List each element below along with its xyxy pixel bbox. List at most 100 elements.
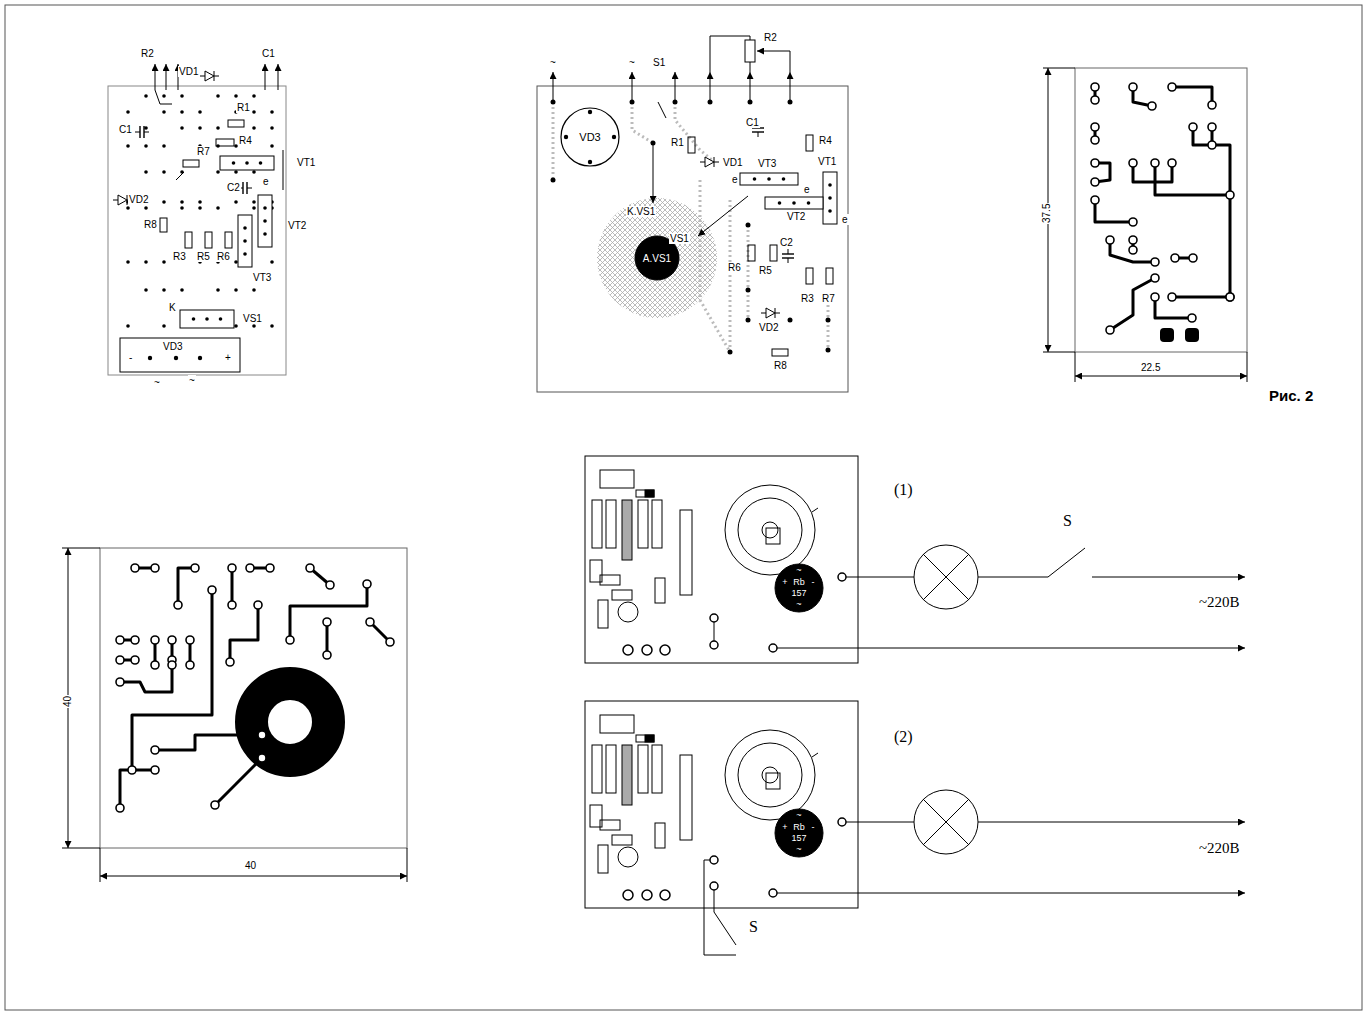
lamp-symbol bbox=[923, 799, 969, 845]
solder-point bbox=[162, 260, 166, 264]
component-outline bbox=[612, 835, 632, 845]
part-label: VS1 bbox=[242, 313, 263, 324]
solder-point bbox=[144, 170, 148, 174]
solder-point bbox=[612, 135, 616, 139]
pcb-pad bbox=[208, 586, 216, 594]
node-text: ~ bbox=[796, 845, 801, 855]
solder-point bbox=[234, 288, 238, 292]
pcb-pad bbox=[286, 636, 294, 644]
lamp-symbol bbox=[923, 799, 969, 845]
solder-point bbox=[180, 288, 184, 292]
pin-label: e bbox=[803, 184, 811, 195]
transistor-outline bbox=[220, 156, 274, 170]
solder-point bbox=[144, 288, 148, 292]
dimension-extension bbox=[100, 848, 101, 882]
component-outline bbox=[636, 490, 654, 497]
part-label: VD2 bbox=[128, 194, 149, 205]
solder-point bbox=[826, 318, 831, 323]
pcb-pad bbox=[1151, 274, 1159, 282]
solder-point bbox=[219, 317, 223, 321]
pcb-pad bbox=[1091, 136, 1099, 144]
part-label: VD2 bbox=[758, 322, 779, 333]
part-label: VD1 bbox=[178, 66, 199, 77]
part-label: R4 bbox=[238, 135, 253, 146]
solder-point bbox=[198, 110, 202, 114]
board-outline bbox=[1075, 68, 1247, 352]
pcb-track bbox=[231, 568, 234, 605]
bridge-outline bbox=[120, 338, 240, 372]
solder-point bbox=[270, 126, 274, 130]
capacitor-symbol bbox=[144, 132, 149, 133]
pcb-track bbox=[230, 605, 258, 662]
part-label: R8 bbox=[143, 219, 158, 230]
pcb-track bbox=[1155, 163, 1230, 195]
pcb-pad bbox=[1091, 178, 1099, 186]
board-outline bbox=[585, 456, 858, 663]
wire bbox=[750, 62, 751, 72]
part-label: VS1 bbox=[669, 233, 690, 244]
jumper-wire bbox=[714, 622, 715, 641]
solder-point bbox=[162, 170, 166, 174]
pin-label: K bbox=[168, 302, 177, 313]
pcb-pad bbox=[116, 804, 124, 812]
component-outline bbox=[600, 575, 620, 585]
potentiometer-wiper bbox=[757, 51, 790, 72]
terminal bbox=[642, 890, 652, 900]
mains-wire bbox=[1092, 577, 1245, 578]
part-label: K.VS1 bbox=[626, 206, 656, 217]
part-label: R5 bbox=[758, 265, 773, 276]
node-text: + bbox=[782, 578, 787, 588]
terminal-arrow bbox=[553, 72, 554, 102]
pcb-pad bbox=[226, 658, 234, 666]
pcb-pad bbox=[168, 661, 176, 669]
pcb-track bbox=[178, 568, 195, 605]
diode-bridge: ~+Rb-157~ bbox=[774, 808, 824, 858]
wire bbox=[846, 577, 914, 578]
component-outline bbox=[606, 745, 616, 793]
terminal bbox=[710, 641, 718, 649]
solder-point bbox=[767, 177, 771, 181]
solder-point bbox=[728, 350, 733, 355]
pcb-pad bbox=[211, 801, 219, 809]
part-label: R6 bbox=[727, 262, 742, 273]
solder-point bbox=[826, 348, 831, 353]
solder-point bbox=[753, 177, 757, 181]
pcb-track bbox=[1110, 278, 1155, 330]
variant-number: (1) bbox=[893, 481, 914, 499]
solder-point bbox=[564, 135, 568, 139]
pin-label: S1 bbox=[652, 57, 666, 68]
part-label: VD3 bbox=[162, 341, 183, 352]
part-label: R1 bbox=[236, 102, 251, 113]
solder-point bbox=[126, 206, 130, 210]
solder-point bbox=[216, 94, 220, 98]
diode-symbol bbox=[118, 195, 127, 205]
diode-symbol bbox=[705, 157, 714, 167]
part-label: R7 bbox=[821, 293, 836, 304]
solder-point bbox=[126, 110, 130, 114]
capacitor-symbol bbox=[788, 258, 789, 263]
part-label: R6 bbox=[216, 251, 231, 262]
pcb-pad bbox=[168, 636, 176, 644]
terminal bbox=[660, 645, 670, 655]
part-label: C1 bbox=[745, 117, 760, 128]
solder-point bbox=[216, 170, 220, 174]
pin-label: ~ bbox=[153, 377, 161, 388]
resistor-symbol bbox=[185, 232, 192, 248]
dimension-line bbox=[1075, 376, 1247, 377]
pcb-pad bbox=[323, 618, 331, 626]
solder-point bbox=[243, 239, 247, 243]
pcb-pad bbox=[1129, 83, 1137, 91]
thyristor-outline bbox=[766, 528, 780, 544]
pcb-pad bbox=[174, 601, 182, 609]
pcb-pad bbox=[1091, 96, 1099, 104]
dimension-extension bbox=[1075, 352, 1076, 382]
terminal-arrow bbox=[675, 72, 676, 102]
part-label: VT3 bbox=[757, 158, 777, 169]
solder-point bbox=[252, 94, 256, 98]
dimension-line bbox=[100, 876, 407, 877]
resistor-symbol bbox=[772, 349, 788, 356]
pcb-pad bbox=[386, 638, 394, 646]
part-label: VT1 bbox=[817, 156, 837, 167]
component-outline bbox=[598, 600, 608, 628]
wire bbox=[283, 150, 284, 190]
